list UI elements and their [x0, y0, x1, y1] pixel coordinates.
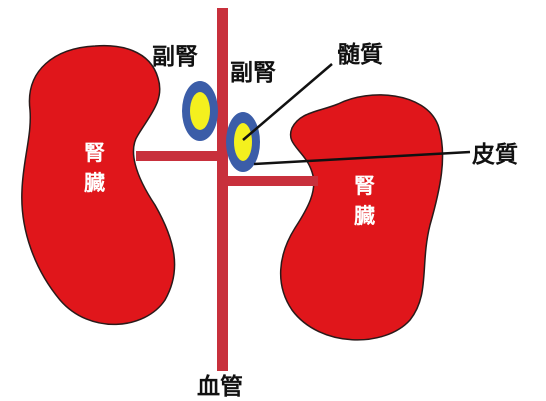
left-kidney-label-line1: 腎 [84, 141, 105, 165]
right-kidney-label-line1: 腎 [354, 174, 375, 198]
left-kidney-label-line2: 臓 [84, 171, 105, 195]
main-blood-vessel [217, 8, 228, 371]
right-kidney-label-line2: 臓 [354, 204, 375, 228]
left-renal-vessel [136, 151, 222, 161]
left-adrenal-label: 副腎 [152, 44, 198, 70]
cortex-label: 皮質 [472, 142, 518, 168]
right-renal-vessel [224, 176, 318, 186]
left-adrenal-medulla [190, 92, 210, 130]
right-adrenal-medulla [234, 123, 252, 161]
right-adrenal-label: 副腎 [230, 60, 276, 86]
medulla-label: 髄質 [337, 41, 383, 68]
blood-vessel-label: 血管 [197, 373, 243, 400]
